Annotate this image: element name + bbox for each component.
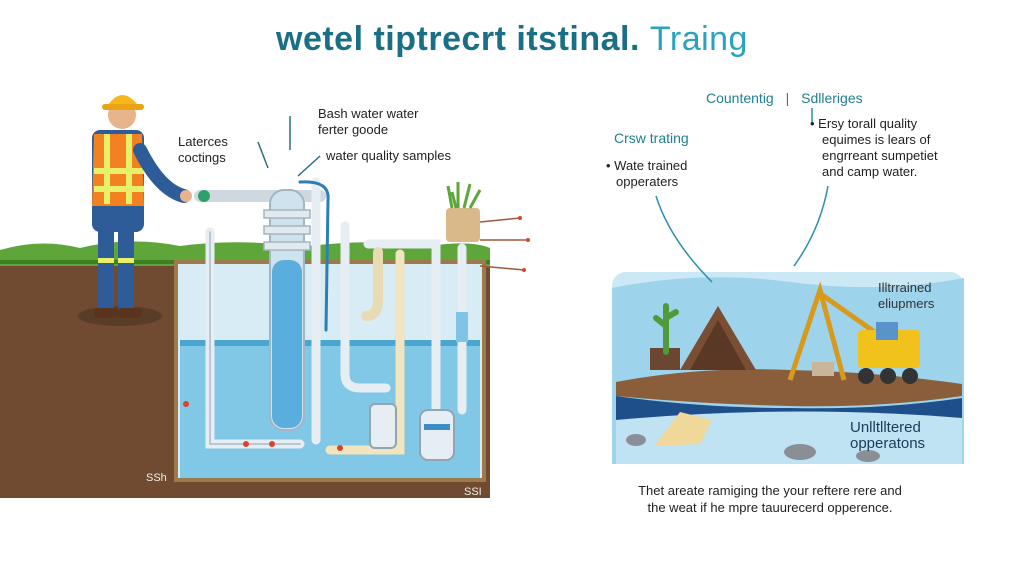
- illustrated-label: Illtrrained eliupmers: [878, 280, 934, 312]
- header-label-left: Countentig: [706, 90, 774, 106]
- pipe-network: [183, 177, 468, 461]
- header-separator: |: [785, 90, 790, 106]
- right-bullet-line1: • Ersy torall quality: [810, 116, 918, 131]
- untrained-label-line2: opperatons: [850, 435, 926, 452]
- worker-figure: [78, 95, 192, 326]
- right-leader-lines: [655, 108, 829, 283]
- title-main: wetel tiptrecrt itstinal.: [276, 20, 640, 58]
- crew-bullet-line1: • Wate trained: [606, 158, 688, 173]
- label-water-quality: water quality samples: [326, 148, 451, 163]
- untrained-label-line1: Unlltlltered: [850, 419, 921, 436]
- header-label-right: Sdlleriges: [801, 90, 863, 106]
- title-accent: Traing: [649, 20, 748, 58]
- crew-heading: Crsw trating: [614, 130, 689, 146]
- illustrated-label-line2: eliupmers: [878, 296, 935, 311]
- crew-bullet-line2: opperaters: [616, 174, 679, 189]
- caption-line2: the weat if he mpre tauurecerd opperence…: [647, 500, 893, 515]
- label-laterdes-line1: Laterces: [178, 134, 228, 149]
- right-bullet-line4: and camp water.: [822, 164, 918, 179]
- left-leader-lines: [257, 116, 321, 177]
- label-laterdes-line2: coctings: [178, 150, 226, 165]
- corner-label-left: SSh: [146, 472, 167, 484]
- label-bash-water: Bash water water ferter goode: [318, 106, 418, 138]
- right-bullet-line3: engrreant sumpetiet: [822, 148, 938, 163]
- page-title: wetel tiptrecrt itstinal. Traing: [0, 20, 1024, 59]
- label-bash-water-line2: ferter goode: [318, 122, 389, 137]
- header-labels: Countentig | Sdlleriges: [706, 90, 863, 106]
- label-bash-water-line1: Bash water water: [318, 106, 419, 121]
- crew-bullet: • Wate trained opperaters: [606, 158, 687, 190]
- caption: Thet areate ramiging the your reftere re…: [600, 482, 940, 516]
- plant-planter: [446, 182, 530, 272]
- ground-cross-section: [0, 241, 490, 498]
- caption-line1: Thet areate ramiging the your reftere re…: [638, 483, 902, 498]
- right-bullet-line2: equimes is lears of: [822, 132, 931, 147]
- right-bullet: • Ersy torall quality equimes is lears o…: [810, 116, 938, 180]
- right-scene: [612, 272, 964, 464]
- illustrated-label-line1: Illtrrained: [878, 280, 932, 295]
- label-laterdes: Laterces coctings: [178, 134, 228, 166]
- corner-label-right: SSI: [464, 486, 482, 498]
- untrained-label: Unlltlltered opperatons: [850, 420, 925, 452]
